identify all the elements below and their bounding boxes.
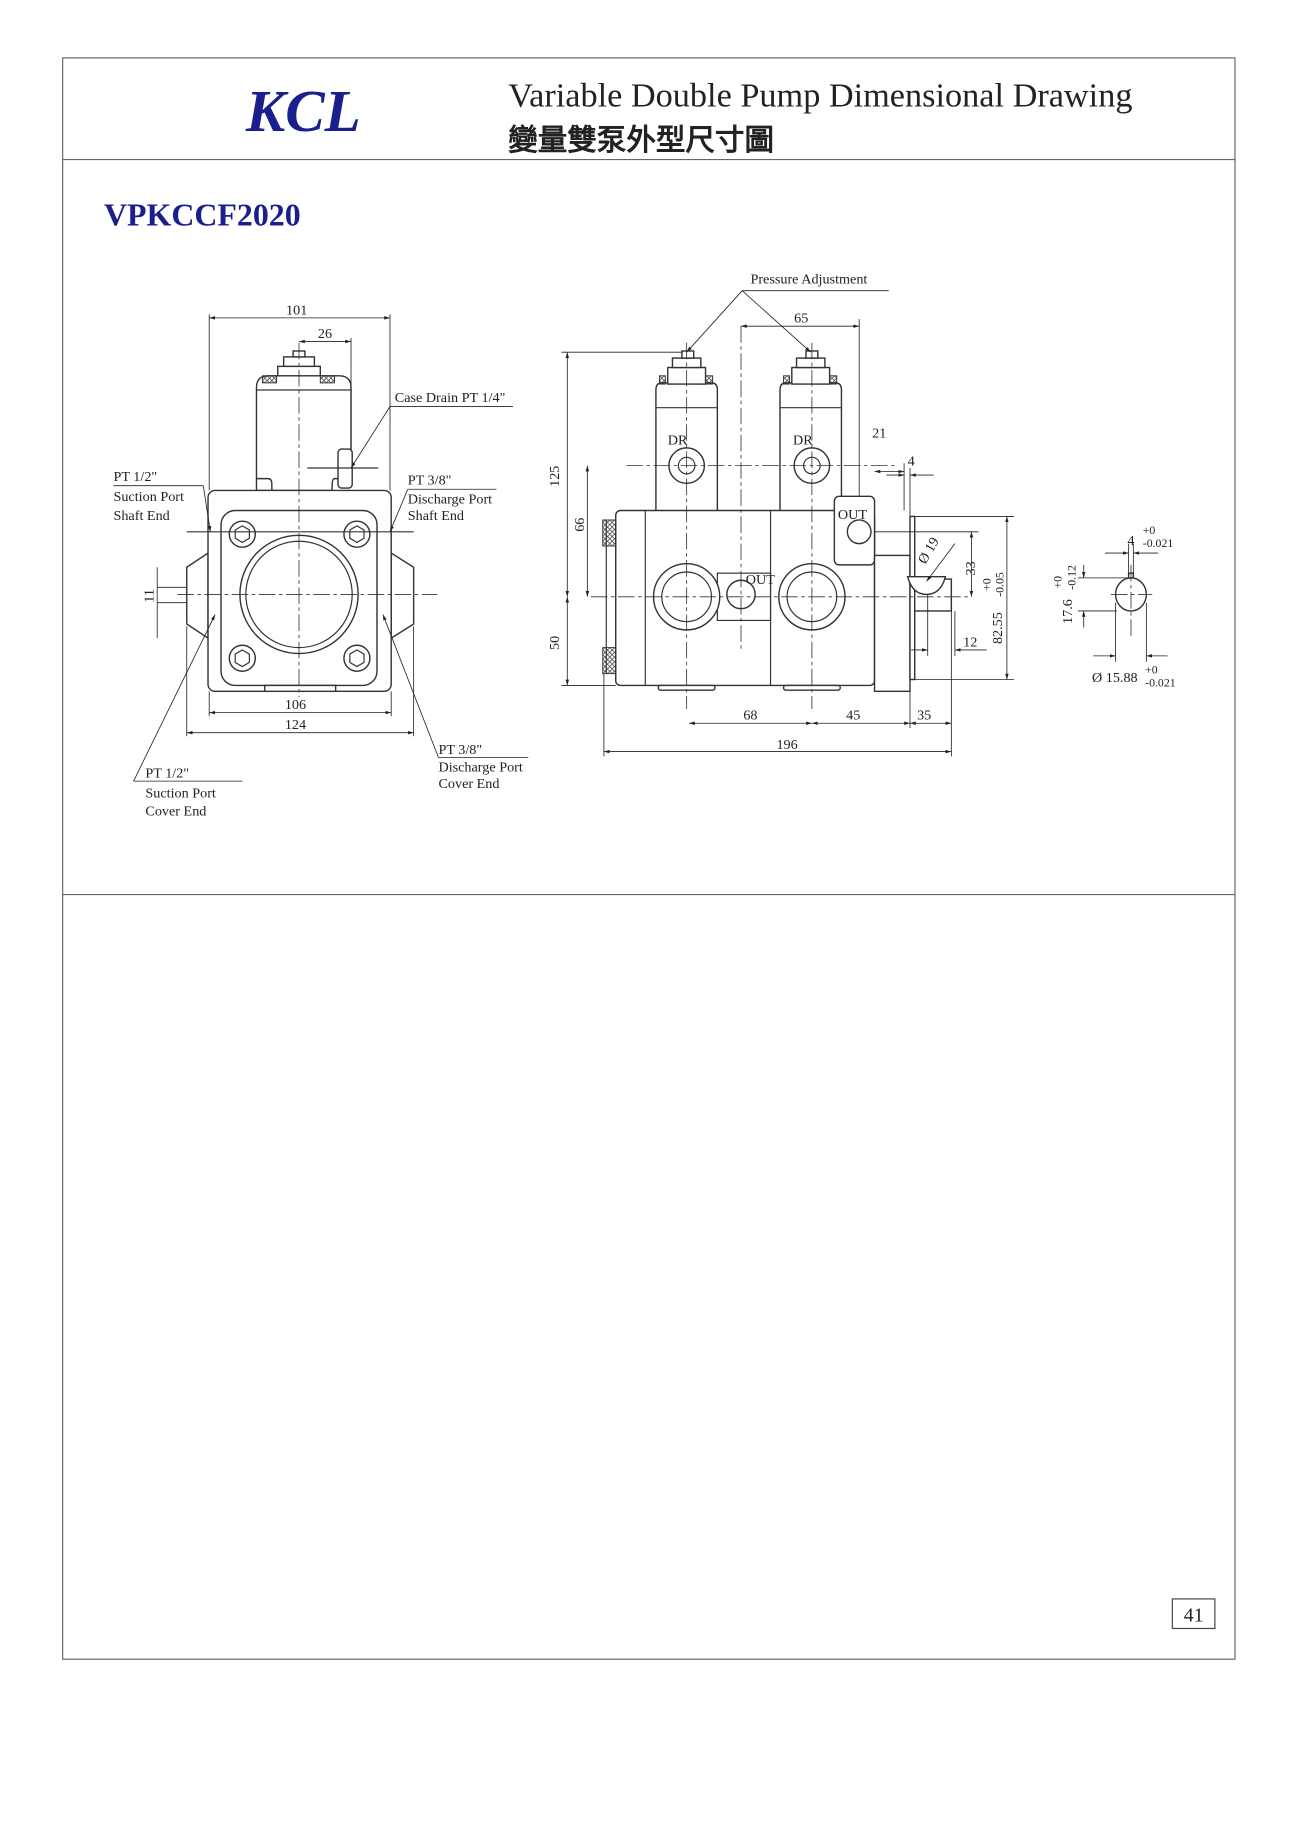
dim-35: 35: [917, 708, 931, 724]
svg-text:+0: +0: [1143, 523, 1156, 537]
dim-11: 11: [142, 589, 158, 603]
dim-125: 125: [547, 466, 563, 487]
dim-68: 68: [743, 708, 757, 724]
dim-4: 4: [908, 454, 915, 470]
dim-66: 66: [572, 518, 588, 532]
side-view-drawing: DR DR OUT OUT: [547, 272, 1014, 757]
label-out-side: OUT: [838, 507, 867, 523]
dim-45: 45: [846, 708, 860, 724]
model-number: VPKCCF2020: [104, 198, 301, 233]
dim-26: 26: [318, 326, 332, 342]
label-suction-cover-end: PT 1/2" Suction Port Cover End: [133, 614, 243, 819]
page-number-box: [1171, 1598, 1216, 1630]
dim-50: 50: [547, 636, 563, 650]
pressure-valve-2: DR: [779, 350, 843, 511]
title-english: Variable Double Pump Dimensional Drawing: [508, 76, 1132, 114]
svg-text:Suction Port: Suction Port: [145, 786, 216, 802]
svg-text:Cover End: Cover End: [438, 776, 499, 792]
page-number: 41: [1184, 1604, 1204, 1626]
svg-text:+0: +0: [979, 578, 993, 591]
page-frame: [62, 57, 1236, 1660]
dim-key-diameter: Ø 19: [915, 535, 943, 567]
svg-text:Suction Port: Suction Port: [113, 489, 184, 505]
svg-text:Discharge Port: Discharge Port: [438, 760, 522, 776]
dim-65: 65: [794, 311, 808, 327]
svg-text:Cover End: Cover End: [145, 803, 206, 819]
shaft-diameter: Ø 15.88: [1092, 670, 1138, 686]
svg-text:+0: +0: [1145, 663, 1158, 677]
key-width: 4: [1127, 533, 1134, 549]
svg-text:PT 3/8": PT 3/8": [438, 742, 482, 758]
svg-text:-0.12: -0.12: [1064, 565, 1078, 590]
label-suction-shaft-end: PT 1/2" Suction Port Shaft End: [113, 469, 212, 532]
dim-82-55: 82.55: [990, 612, 1006, 644]
key-height: 17.6: [1060, 599, 1076, 624]
svg-text:Shaft End: Shaft End: [408, 508, 464, 524]
bolt-heads: [228, 520, 371, 672]
dim-12: 12: [963, 634, 977, 650]
dim-124: 124: [285, 717, 306, 733]
svg-text:-0.05: -0.05: [992, 572, 1006, 597]
svg-text:PT 1/2": PT 1/2": [145, 766, 189, 782]
svg-text:DR: DR: [668, 432, 688, 448]
label-discharge-cover-end: PT 3/8" Discharge Port Cover End: [382, 614, 529, 792]
label-case-drain: Case Drain PT 1/4": [395, 390, 506, 406]
shaft-key-detail: 4 +0 -0.021 17.6 +0 -0.12 Ø 15.88 +0 -0.…: [1050, 523, 1175, 689]
dim-196: 196: [776, 737, 797, 753]
svg-text:Discharge Port: Discharge Port: [408, 491, 492, 507]
svg-text:PT 1/2": PT 1/2": [113, 469, 157, 485]
title-chinese: 變量雙泵外型尺寸圖: [508, 123, 774, 157]
svg-text:-0.021: -0.021: [1145, 676, 1176, 690]
svg-text:+0: +0: [1050, 576, 1064, 589]
svg-text:-0.021: -0.021: [1143, 536, 1174, 550]
front-view-drawing: 101 26 106 124 11 Case Drain PT 1/4" PT …: [113, 302, 529, 819]
brand-logo: KCL: [245, 78, 361, 144]
dim-106: 106: [285, 697, 306, 713]
dim-33: 33: [963, 561, 979, 575]
label-discharge-shaft-end: PT 3/8" Discharge Port Shaft End: [389, 473, 497, 532]
svg-text:Shaft End: Shaft End: [113, 508, 169, 524]
svg-text:DR: DR: [793, 432, 813, 448]
label-pressure-adjustment: Pressure Adjustment: [750, 272, 867, 288]
dim-21: 21: [872, 425, 886, 441]
svg-text:PT 3/8": PT 3/8": [408, 473, 452, 489]
dim-101: 101: [286, 302, 307, 318]
label-out-main: OUT: [746, 572, 775, 588]
